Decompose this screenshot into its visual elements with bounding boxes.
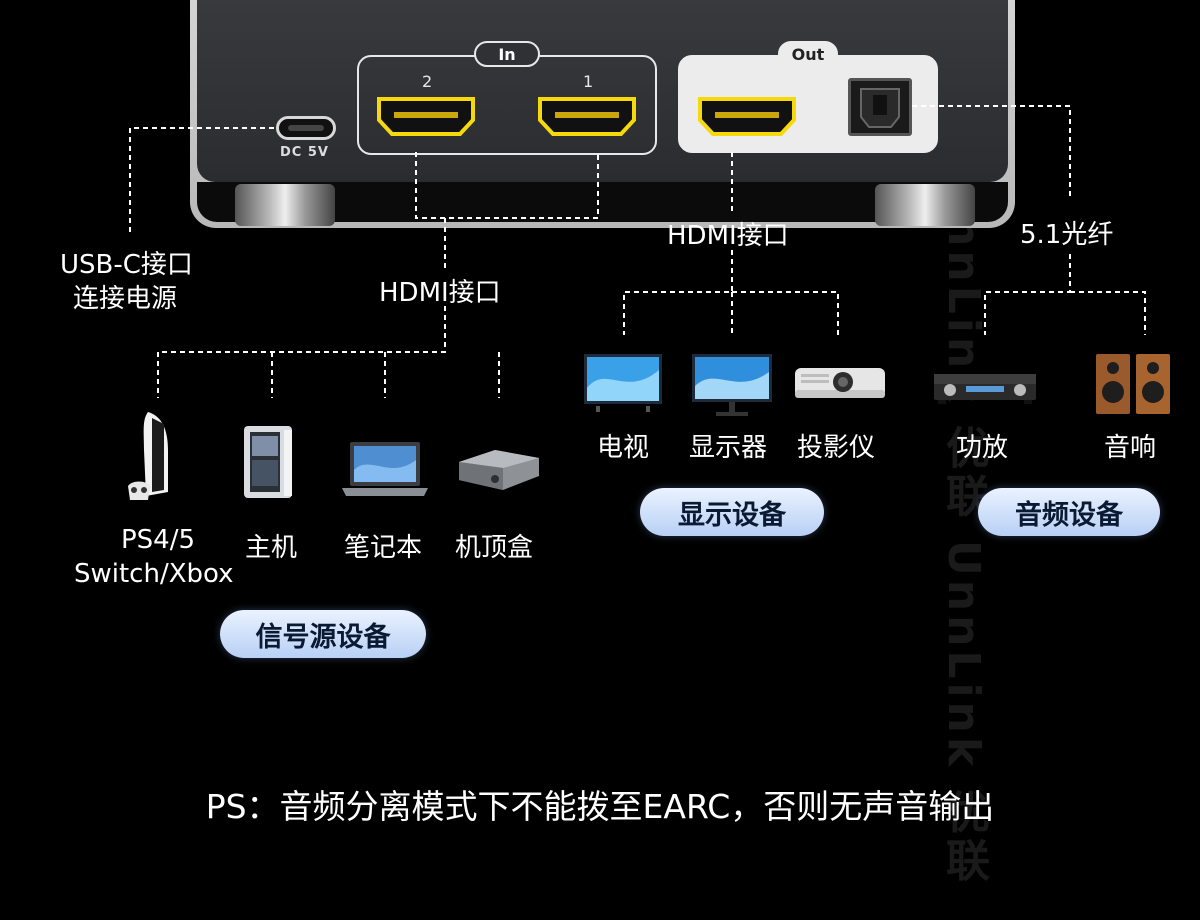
- device-foot-left: [235, 184, 335, 226]
- amplifier-icon: [934, 374, 1036, 404]
- monitor-icon: [692, 354, 772, 416]
- input-port-1-number: 1: [583, 72, 594, 91]
- usb-c-port-icon: [276, 116, 336, 140]
- device-label-set-top-box: 机顶盒: [455, 533, 534, 563]
- hdmi-in-label: HDMI接口: [379, 278, 501, 308]
- game-console-icon: [128, 412, 168, 500]
- hdmi-in-1-port-icon: [538, 97, 636, 136]
- set-top-box-icon: [459, 450, 539, 490]
- device-label-laptop: 笔记本: [344, 533, 423, 563]
- display-devices-pill: 显示设备: [640, 488, 824, 536]
- usbc-label-line1: USB-C接口: [60, 250, 193, 280]
- device-label-monitor: 显示器: [689, 433, 768, 463]
- projector-icon: [795, 368, 885, 398]
- device-label-projector: 投影仪: [797, 433, 876, 463]
- dc-label: DC 5V: [280, 145, 329, 160]
- source-devices-pill: 信号源设备: [220, 610, 426, 658]
- device-label-amplifier: 功放: [956, 433, 1009, 463]
- usbc-label-line2: 连接电源: [73, 284, 178, 314]
- device-label-ps: PS4/5: [121, 525, 196, 555]
- out-tag: Out: [778, 41, 838, 67]
- device-label-switch-xbox: Switch/Xbox: [74, 559, 234, 589]
- hdmi-out-port-icon: [698, 97, 796, 136]
- tv-icon: [584, 354, 662, 412]
- in-tag: In: [474, 41, 540, 67]
- device-label-speakers: 音响: [1104, 433, 1157, 463]
- hdmi-in-2-port-icon: [377, 97, 475, 136]
- device-label-tv: 电视: [597, 433, 650, 463]
- device-label-pc: 主机: [245, 533, 298, 563]
- hdmi-out-label: HDMI接口: [667, 221, 789, 251]
- bottom-note: PS：音频分离模式下不能拨至EARC，否则无声音输出: [205, 787, 995, 826]
- pc-tower-icon: [244, 426, 292, 498]
- laptop-icon: [342, 442, 428, 496]
- input-port-2-number: 2: [422, 72, 433, 91]
- audio-devices-pill: 音频设备: [978, 488, 1160, 536]
- optical-label: 5.1光纤: [1020, 220, 1114, 250]
- speakers-icon: [1096, 354, 1170, 414]
- optical-port-icon: [848, 78, 912, 136]
- device-foot-right: [875, 184, 975, 226]
